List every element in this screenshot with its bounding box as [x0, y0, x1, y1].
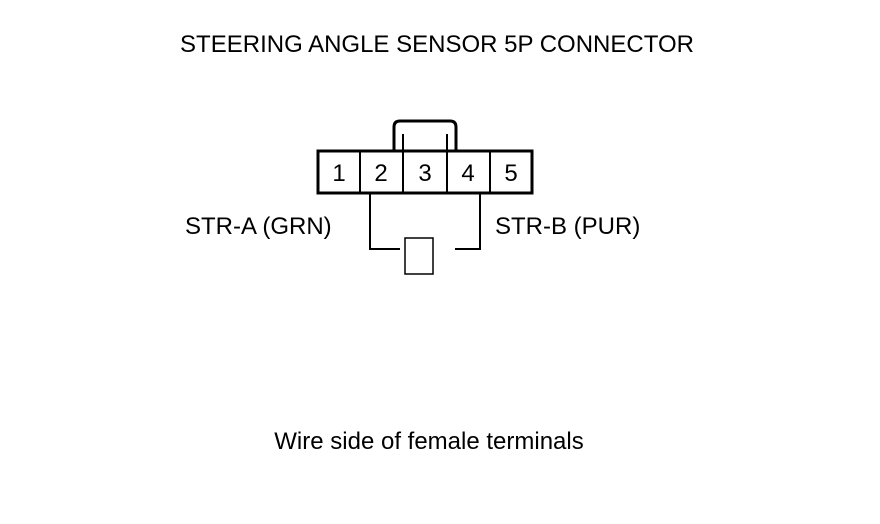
pin-number: 5: [504, 160, 517, 187]
connector-body: [316, 149, 534, 195]
terminal-symbol: [404, 237, 434, 275]
diagram-caption: Wire side of female terminals: [274, 428, 583, 455]
connector-lock-tab: [392, 119, 458, 151]
wire-lead-left: [369, 193, 400, 250]
wire-lead-right: [455, 193, 481, 250]
pin-number: 3: [418, 160, 431, 187]
pin-number: 2: [374, 160, 387, 187]
pin-number: 1: [332, 160, 345, 187]
diagram-title: STEERING ANGLE SENSOR 5P CONNECTOR: [180, 31, 694, 58]
wire-label-str-b: STR-B (PUR): [495, 213, 640, 240]
wire-label-str-a: STR-A (GRN): [185, 213, 332, 240]
pin-number: 4: [461, 160, 474, 187]
